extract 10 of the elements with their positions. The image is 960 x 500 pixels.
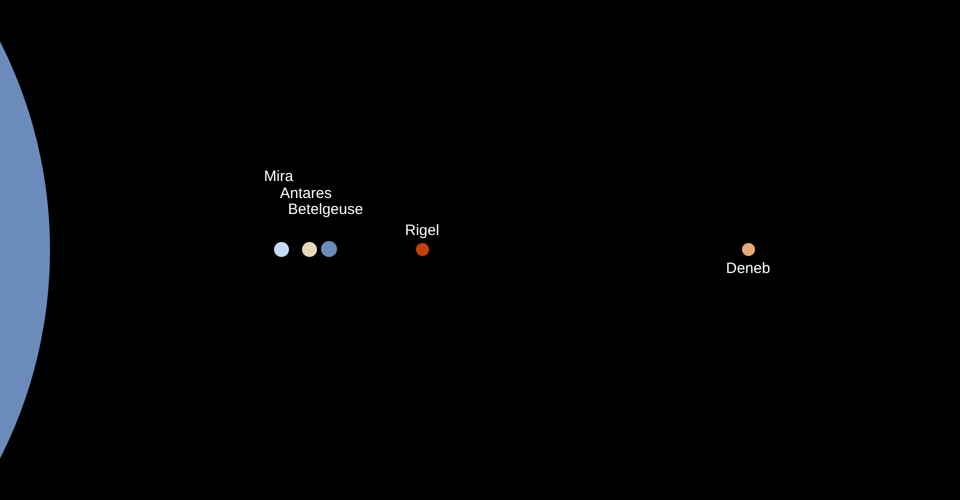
star-label: Mira [264,168,294,186]
star-circle [274,242,288,256]
star-circle [302,242,316,256]
star-circle [321,241,337,257]
star-circle [416,242,428,256]
star-label: Deneb [726,260,770,278]
star-label: Betelgeuse [288,201,364,219]
star-circle [742,242,754,256]
star-label: Antares [280,185,332,203]
star-label: Rigel [405,222,440,240]
